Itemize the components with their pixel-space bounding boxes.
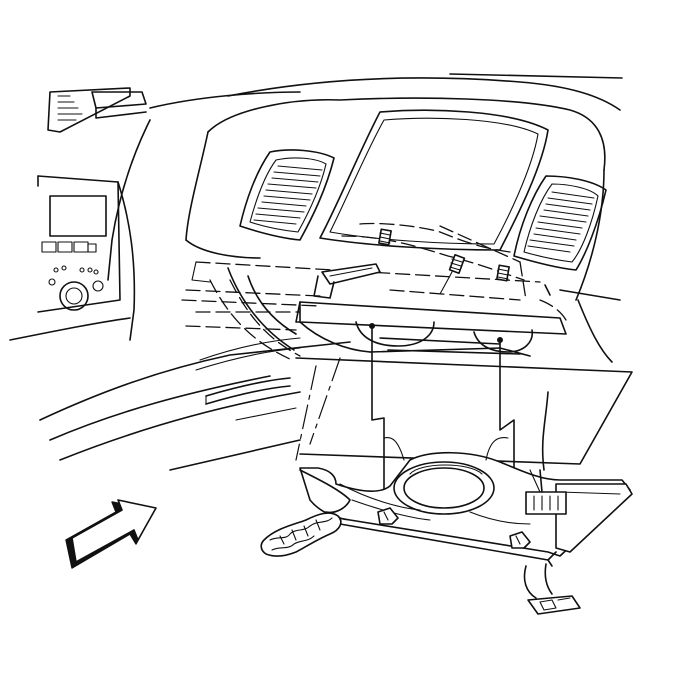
- screw-upper-center: [440, 255, 464, 294]
- module-tray: [300, 392, 632, 566]
- alignment-leader-left: [370, 324, 385, 509]
- center-display: [320, 110, 548, 250]
- left-air-vent: [240, 150, 334, 240]
- screw-upper-left: [379, 229, 391, 245]
- view-direction-arrow: [66, 500, 156, 568]
- tray-clip-left: [378, 508, 398, 524]
- lower-connector: [524, 564, 580, 614]
- exploded-plane: [296, 358, 632, 464]
- fastener-screws: [314, 229, 509, 298]
- tray-clip-right: [510, 532, 530, 548]
- left-console-area: [10, 88, 146, 340]
- screw-upper-right: [497, 265, 509, 281]
- dashboard-outline: [40, 74, 622, 470]
- wire-harness-left: [261, 470, 350, 556]
- clip-tool: [314, 264, 380, 298]
- detail-lines: [192, 262, 300, 420]
- mount-bracket: [296, 302, 566, 356]
- right-air-vent: [514, 176, 606, 270]
